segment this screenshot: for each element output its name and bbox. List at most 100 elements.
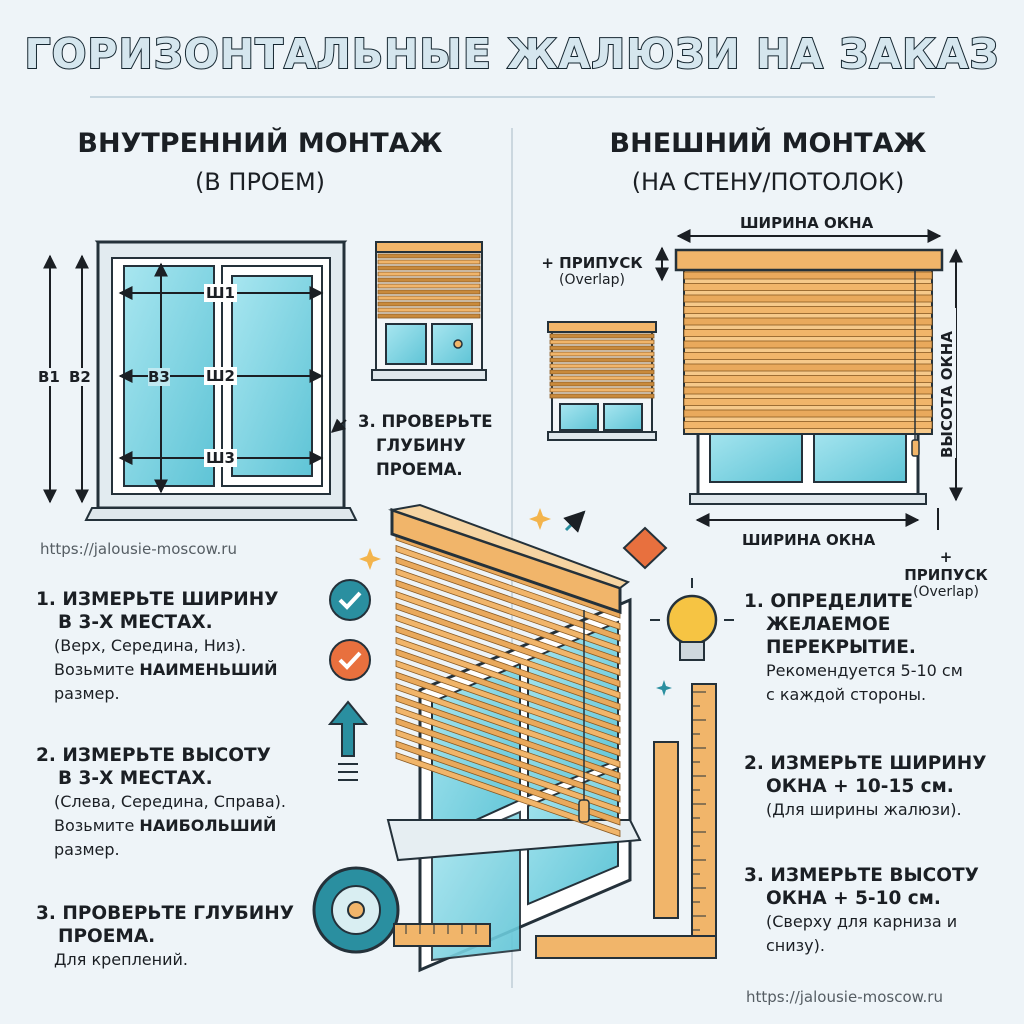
blind-slat [395,590,621,677]
step-title: ОКНА + 10-15 см. [766,776,954,797]
step-note: (Слева, Середина, Справа). [54,792,286,811]
step-title: ЖЕЛАЕМОЕ [766,614,891,635]
depth-note-line: ГЛУБИНУ [376,436,466,455]
blind-slat [395,705,621,792]
blind-slat [683,375,933,383]
overlap-bottom: + ПРИПУСК (Overlap) [896,548,996,600]
label-w1: Ш1 [204,284,237,302]
blind-slat [549,357,655,363]
blind-slat [683,306,933,314]
up-arrow-icon [327,700,369,781]
move-arrows-icon [563,510,668,570]
step-title: 1. ИЗМЕРЬТЕ ШИРИНУ [36,589,279,610]
overlap-bottom-label: + ПРИПУСК [904,548,988,584]
right-step-1: 1. ОПРЕДЕЛИТЕ ЖЕЛАЕМОЕ ПЕРЕКРЫТИЕ. Реком… [744,590,1004,707]
step-note: Рекомендуется 5-10 см [766,661,963,680]
blind-slat [549,381,655,387]
blind-slat [683,398,933,406]
blind-slat [377,277,481,283]
blind-slat [683,294,933,303]
left-step-2: 2. ИЗМЕРЬТЕ ВЫСОТУ В 3-Х МЕСТАХ. (Слева,… [36,744,336,862]
blind-slat [395,636,621,723]
blind-slat [549,333,655,339]
step-emphasis: НАИБОЛЬШИЙ [139,816,277,835]
step-text: размер. [54,840,120,859]
label-h2: В2 [69,368,91,386]
right-step-3: 3. ИЗМЕРЬТЕ ВЫСОТУ ОКНА + 5-10 см. (Свер… [744,864,1014,958]
inside-mount-subheading: (В ПРОЕМ) [194,168,326,196]
blind-slat [377,259,481,265]
blind-slat [395,740,621,826]
site-url-right[interactable]: https://jalousie-moscow.ru [746,988,943,1006]
overlap-top-label: + ПРИПУСК [541,254,643,272]
blind-slat [377,295,481,301]
step-title: 2. ИЗМЕРЬТЕ ШИРИНУ [744,753,987,774]
left-step-3: 3. ПРОВЕРЬТЕ ГЛУБИНУ ПРОЕМА. Для креплен… [36,902,336,972]
blind-slat [377,289,481,295]
blind-slat [549,339,655,345]
blind-slat [683,363,933,372]
blind-slat [683,283,933,291]
label-w3: Ш3 [204,449,237,467]
right-step-2: 2. ИЗМЕРЬТЕ ШИРИНУ ОКНА + 10-15 см. (Для… [744,752,1004,822]
blind-slat [377,313,481,319]
step-note: снизу). [766,936,825,955]
check-icons [329,579,371,681]
overlap-top-en: (Overlap) [559,272,625,288]
blind-slat [395,648,621,734]
blind-slat [549,387,655,393]
step-title: ОКНА + 5-10 см. [766,888,941,909]
blind-slat [549,351,655,357]
depth-note: 3. ПРОВЕРЬТЕ ГЛУБИНУ ПРОЕМА. [358,410,492,482]
outside-mount-subheading: (НА СТЕНУ/ПОТОЛОК) [631,168,905,196]
step-text: Возьмите [54,660,140,679]
blind-slat [683,329,933,337]
blind-slat [549,393,655,399]
window-width-top-label: ШИРИНА ОКНА [740,214,874,232]
blind-slat [377,301,481,307]
outside-window-diagram [655,229,963,530]
blind-slat [395,625,621,711]
blind-slat [395,671,621,757]
outside-mount-heading: ВНЕШНИЙ МОНТАЖ [609,128,927,159]
window-width-bottom-label: ШИРИНА ОКНА [742,531,876,549]
step-note: (Верх, Середина, Низ). [54,636,247,655]
inside-mount-heading: ВНУТРЕННИЙ МОНТАЖ [77,128,443,159]
site-url-left[interactable]: https://jalousie-moscow.ru [40,540,237,558]
blind-slat [549,345,655,351]
depth-note-line: ПРОЕМА. [376,460,463,479]
page-title: ГОРИЗОНТАЛЬНЫЕ ЖАЛЮЗИ НА ЗАКАЗ [23,29,1000,79]
overlap-top: + ПРИПУСК (Overlap) [540,254,644,288]
step-note: (Сверху для карниза и [766,912,958,931]
title-rule [90,96,935,98]
blind-slat [395,728,621,815]
blind-slat [395,556,621,642]
blind-slat [683,409,933,418]
step-title: 2. ИЗМЕРЬТЕ ВЫСОТУ [36,745,271,766]
blind-slat [683,271,933,280]
step-title: В 3-Х МЕСТАХ. [58,768,213,789]
label-w2: Ш2 [204,367,237,385]
blind-slat [549,375,655,381]
label-h3: В3 [148,368,170,386]
blind-slat [395,659,621,746]
blind-slat [683,352,933,360]
blind-slat [377,253,481,259]
blind-slat [395,694,621,780]
rulers-icon [535,683,717,959]
blind-slat [395,717,621,803]
blind-slat [549,363,655,369]
tape-measure-icon [312,866,491,954]
label-h1: В1 [38,368,60,386]
blind-slat [683,421,933,429]
lightbulb-icon [650,578,734,661]
blind-slat [683,317,933,326]
step-note: Для креплений. [54,950,188,969]
blind-slat [377,307,481,313]
step-title: 3. ПРОВЕРЬТЕ ГЛУБИНУ [36,903,294,924]
step-title: В 3-Х МЕСТАХ. [58,612,213,633]
step-text: размер. [54,684,120,703]
blind-slat [377,271,481,277]
step-note: (Для ширины жалюзи). [766,800,962,819]
left-step-1: 1. ИЗМЕРЬТЕ ШИРИНУ В 3-Х МЕСТАХ. (Верх, … [36,588,326,706]
